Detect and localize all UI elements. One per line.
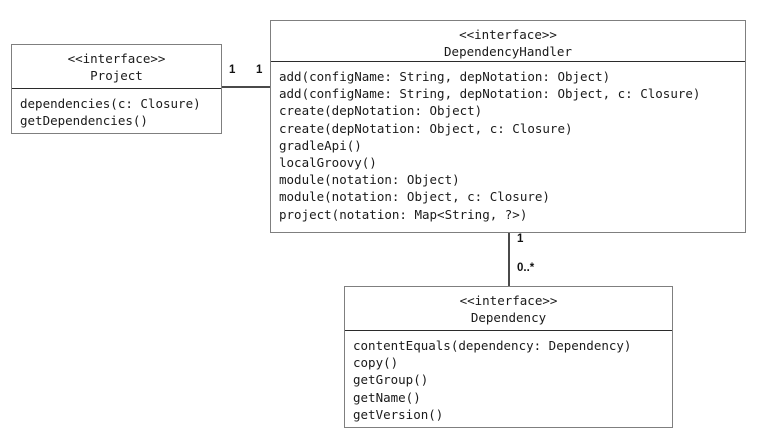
member-item: module(notation: Object)	[279, 172, 460, 188]
member-list-dependencyhandler: add(configName: String, depNotation: Obj…	[271, 62, 745, 229]
member-item: getDependencies()	[20, 113, 148, 129]
association-line-project-dependencyhandler	[221, 86, 271, 88]
member-item: project(notation: Map<String, ?>)	[279, 206, 528, 222]
class-name-project: Project	[90, 68, 143, 83]
class-box-project[interactable]: <<interface>> Project dependencies(c: Cl…	[11, 44, 222, 134]
class-box-dependency[interactable]: <<interface>> Dependency contentEquals(d…	[344, 286, 673, 428]
member-item: getVersion()	[353, 406, 444, 422]
member-item: localGroovy()	[279, 155, 377, 171]
member-item: create(depNotation: Object, c: Closure)	[279, 120, 573, 136]
multiplicity-dependency-end: 0..*	[517, 262, 535, 274]
multiplicity-dependencyhandler-lower-end: 1	[517, 233, 524, 245]
member-item: copy()	[353, 355, 399, 371]
member-item: add(configName: String, depNotation: Obj…	[279, 69, 611, 84]
stereotype-dependencyhandler: <<interface>>	[459, 27, 557, 42]
class-header-dependencyhandler: <<interface>> DependencyHandler	[271, 21, 745, 62]
member-item: dependencies(c: Closure)	[20, 96, 201, 111]
member-item: module(notation: Object, c: Closure)	[279, 189, 550, 205]
class-header-dependency: <<interface>> Dependency	[345, 287, 672, 331]
class-header-project: <<interface>> Project	[12, 45, 221, 89]
association-line-dependencyhandler-dependency	[508, 232, 510, 287]
class-name-dependency: Dependency	[470, 310, 547, 325]
member-list-project: dependencies(c: Closure) getDependencies…	[12, 89, 221, 135]
member-item: getGroup()	[353, 372, 429, 388]
multiplicity-dependencyhandler-end: 1	[256, 64, 263, 76]
member-item: gradleApi()	[279, 137, 362, 153]
stereotype-dependency: <<interface>>	[459, 293, 558, 308]
member-item: contentEquals(dependency: Dependency)	[353, 338, 632, 353]
member-list-dependency: contentEquals(dependency: Dependency) co…	[345, 331, 672, 429]
member-item: create(depNotation: Object)	[279, 103, 483, 119]
stereotype-project: <<interface>>	[67, 51, 166, 66]
class-box-dependencyhandler[interactable]: <<interface>> DependencyHandler add(conf…	[270, 20, 746, 233]
class-name-dependencyhandler: DependencyHandler	[444, 44, 572, 59]
member-item: add(configName: String, depNotation: Obj…	[279, 86, 701, 102]
member-item: getName()	[353, 389, 421, 405]
multiplicity-project-end: 1	[229, 64, 236, 76]
